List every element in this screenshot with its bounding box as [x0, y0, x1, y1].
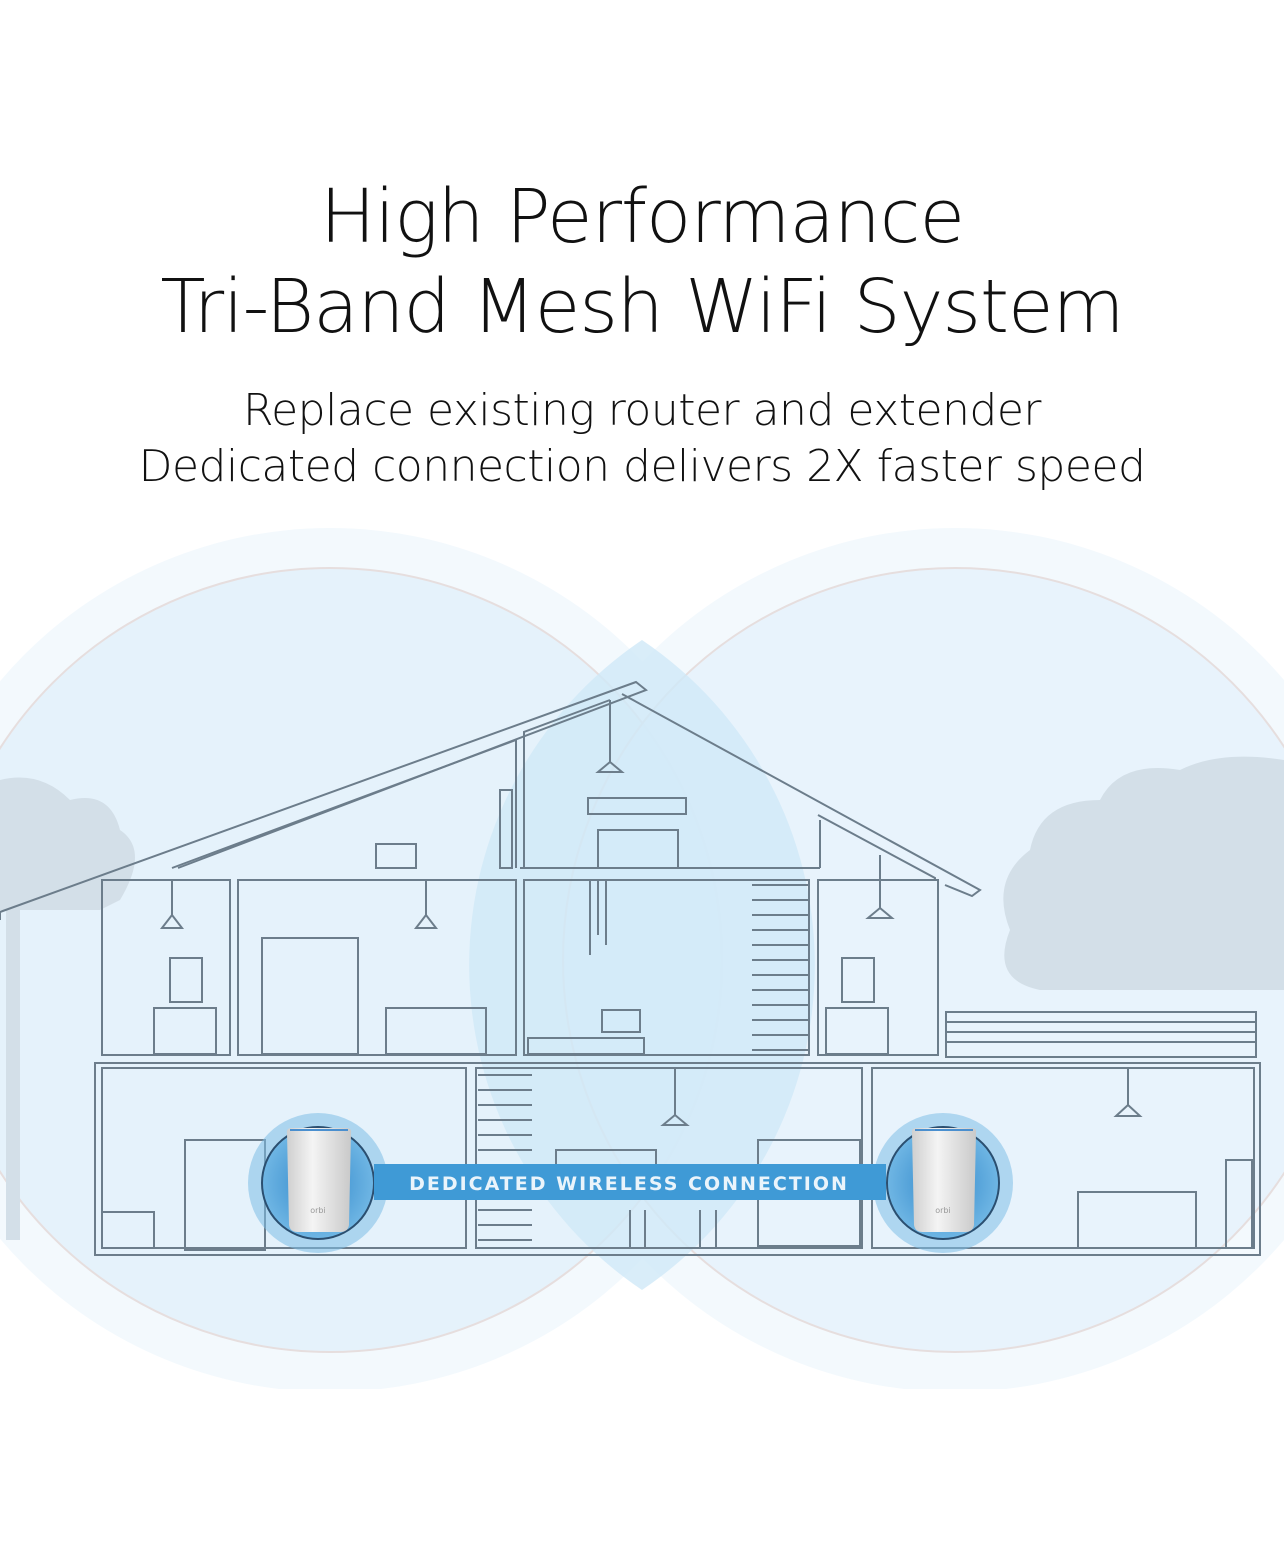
headline-line-2: Tri-Band Mesh WiFi System — [160, 264, 1124, 350]
background-trees — [0, 756, 1284, 1240]
roof-right — [621, 693, 982, 898]
stairs-upper — [752, 884, 808, 1051]
router-right: orbi — [911, 1128, 977, 1232]
tree-right — [1003, 756, 1284, 990]
tree-left — [0, 777, 135, 910]
headline-line-1: High Performance — [320, 174, 965, 260]
connection-band — [374, 1164, 886, 1200]
mesh-house-illustration: DEDICATED WIRELESS CONNECTION orbi orbi — [0, 528, 1284, 1389]
pendant-lamps — [159, 700, 1143, 1126]
subheadline-line-1: Replace existing router and extender — [243, 385, 1042, 436]
router-left: orbi — [286, 1128, 352, 1232]
tree-trunk-left — [6, 900, 20, 1240]
router-logo: orbi — [935, 1206, 950, 1215]
ground-floor — [94, 1062, 1261, 1256]
house-outline — [0, 680, 1261, 1256]
subheadline-line-2: Dedicated connection delivers 2X faster … — [138, 441, 1146, 492]
coverage-overlap — [469, 640, 815, 1290]
router-logo: orbi — [310, 1206, 325, 1215]
connection-label: DEDICATED WIRELESS CONNECTION — [409, 1173, 849, 1195]
deck-slats — [946, 1021, 1256, 1043]
